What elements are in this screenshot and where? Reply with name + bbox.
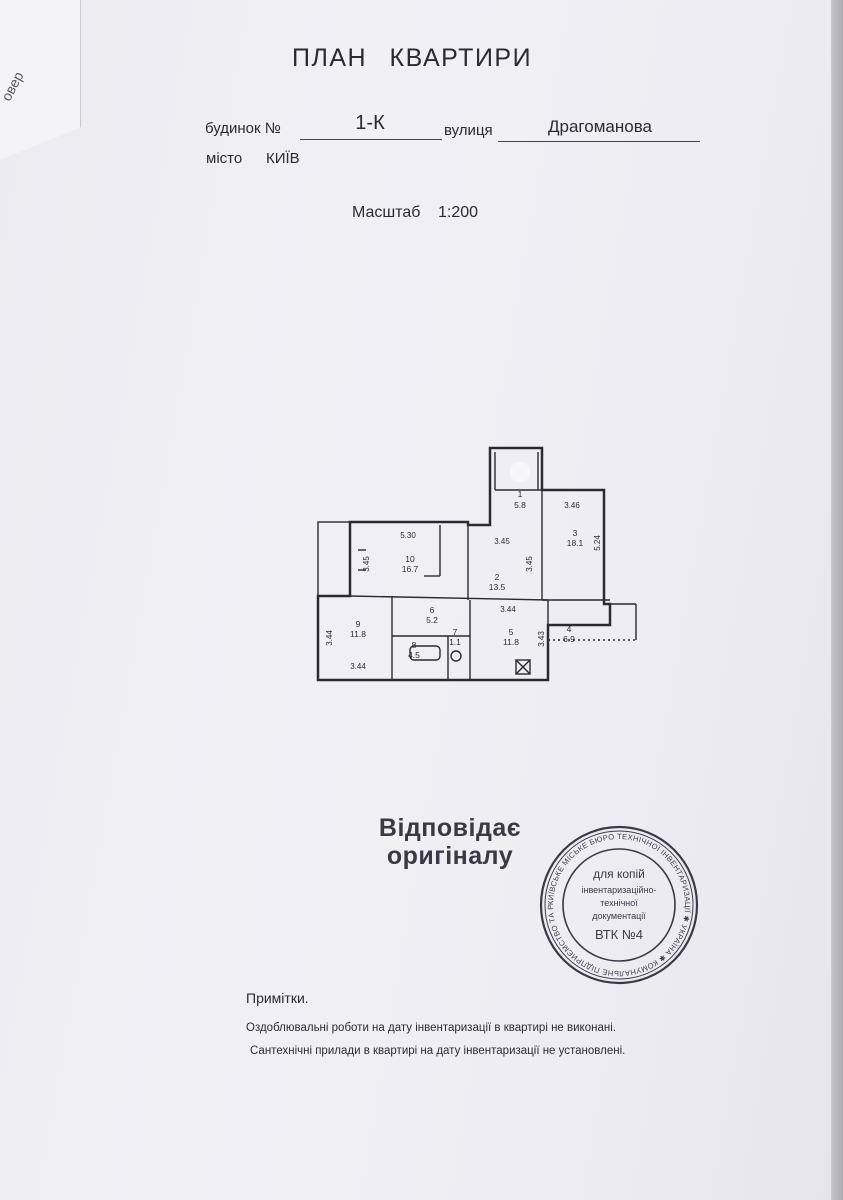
dim-room9-side: 3.44 [325, 630, 334, 646]
dim-room2-top: 3.45 [494, 537, 510, 546]
room-6-area: 5.2 [426, 615, 438, 625]
plan-marker-circle [510, 462, 530, 482]
dim-room10-side: 3.45 [362, 556, 371, 572]
room-1-number: 1 [518, 489, 523, 499]
dim-room2-side: 3.45 [525, 556, 534, 572]
room-4-area: 6.9 [563, 634, 575, 644]
page-right-edge [831, 0, 843, 1200]
room-1-area: 5.8 [514, 500, 526, 510]
seal-center-line-4: документації [592, 911, 646, 921]
seal-center-line-1: для копій [593, 867, 645, 881]
room-3-number: 3 [573, 528, 578, 538]
room-9-area: 11.8 [350, 629, 366, 639]
official-seal: КИЇВСЬКЕ МІСЬКЕ БЮРО ТЕХНІЧНОЇ ІНВЕНТАРИ… [537, 823, 699, 985]
room-8-area: 4.5 [408, 650, 420, 660]
certification-line-2: оригіналу [386, 842, 514, 870]
street-name: Драгоманова [548, 117, 652, 136]
room-8-number: 8 [412, 640, 417, 650]
floor-plan: 1 5.8 2 13.5 3 18.1 4 6.9 5 11.8 6 5.2 7… [316, 446, 637, 682]
room-2-number: 2 [495, 572, 500, 582]
dim-room9-bottom: 3.44 [350, 662, 366, 671]
note-line-2: Сантехнічні прилади в квартирі на дату і… [250, 1045, 626, 1057]
dim-room5-side: 3.43 [537, 631, 546, 647]
room-4-number: 4 [567, 624, 572, 634]
room-5-number: 5 [509, 627, 514, 637]
house-label: будинок № [205, 120, 281, 137]
certification-line-1: Відповідає [378, 814, 522, 842]
room-7-area: 1.1 [449, 637, 461, 647]
scale-label: Масштаб [352, 204, 421, 221]
dim-room3-side: 5.24 [593, 535, 602, 551]
seal-center-line-3: технічної [600, 898, 638, 908]
room-6-number: 6 [430, 605, 435, 615]
dim-room3-top: 3.46 [564, 501, 580, 510]
scale-value: 1:200 [438, 204, 479, 221]
certification-stamp: Відповідає оригіналу [370, 814, 530, 870]
room-5-area: 11.8 [503, 637, 519, 647]
street-label: вулиця [444, 122, 493, 139]
dim-room10-top: 5.30 [400, 531, 416, 540]
note-line-1: Оздоблювальні роботи на дату інвентариза… [246, 1022, 616, 1034]
city-name: КИЇВ [266, 150, 300, 167]
room-10-area: 16.7 [402, 564, 419, 574]
house-number: 1-К [355, 112, 385, 134]
room-7-number: 7 [453, 627, 458, 637]
room-9-number: 9 [356, 619, 361, 629]
house-underline [300, 139, 442, 140]
room-3-area: 18.1 [567, 538, 584, 548]
room-10-number: 10 [405, 554, 415, 564]
street-underline [498, 141, 700, 142]
document-title: ПЛАН КВАРТИРИ [292, 44, 533, 72]
seal-center-line-5: ВТК №4 [595, 927, 643, 942]
city-label: місто [206, 150, 243, 167]
room-2-area: 13.5 [489, 582, 506, 592]
notes-title: Примітки. [246, 990, 309, 1006]
dim-room5-top: 3.44 [500, 605, 516, 614]
seal-center-line-2: інвентаризаційно- [582, 885, 657, 895]
